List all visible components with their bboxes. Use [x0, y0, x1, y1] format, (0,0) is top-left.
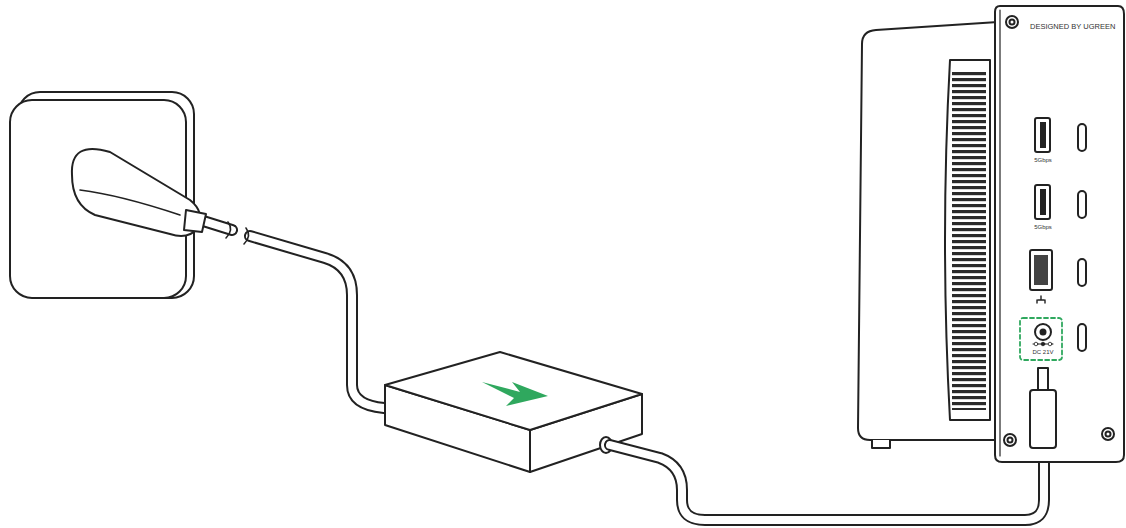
dc-cable — [610, 445, 1044, 520]
speed-label: 5Gbps — [1034, 224, 1052, 230]
plug — [72, 149, 206, 236]
port-label: DC 21V — [1032, 349, 1053, 355]
speed-label: 5Gbps — [1034, 157, 1052, 163]
power-adapter — [385, 352, 642, 472]
nas-device — [858, 6, 1124, 462]
ac-cable — [200, 220, 384, 408]
brand-text: DESIGNED BY UGREEN — [1030, 23, 1115, 31]
